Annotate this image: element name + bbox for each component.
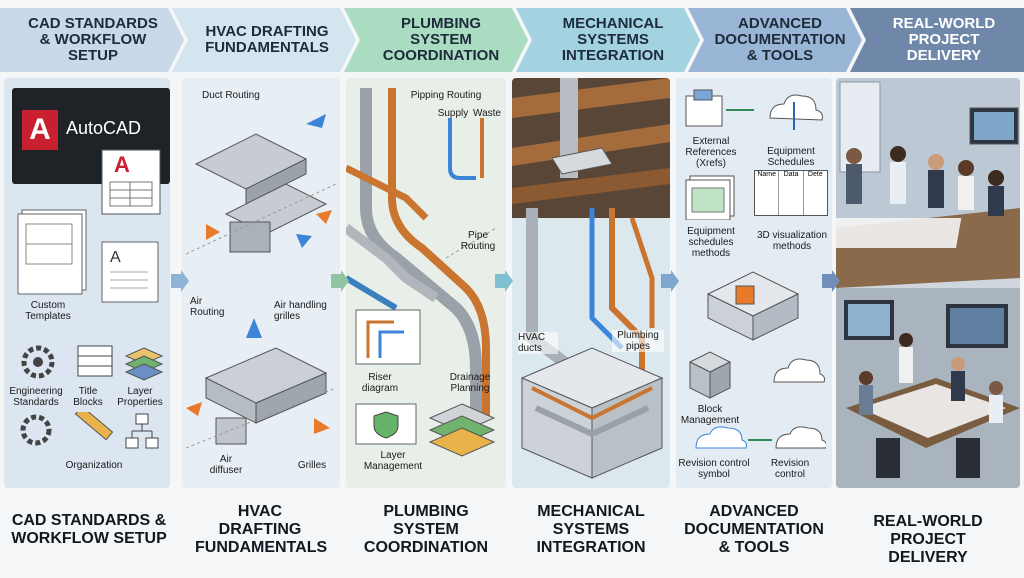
revision-icons <box>695 426 826 449</box>
chevron-6 <box>850 8 1024 72</box>
3d-visualization-icon <box>706 271 800 341</box>
cloud-icon <box>769 94 823 121</box>
table-col: Dete <box>807 171 823 178</box>
bottom-title-4: MECHANICAL SYSTEMS INTEGRATION <box>536 503 646 556</box>
block-cloud-icons <box>688 351 825 399</box>
banner-title-4: MECHANICAL SYSTEMS INTEGRATION <box>561 15 665 64</box>
label-title-blocks: Title Blocks <box>73 386 103 408</box>
schedule-sheets-icon <box>685 175 735 220</box>
chevron-2 <box>172 8 356 72</box>
banner: CAD STANDARDS & WORKFLOW SETUP HVAC DRAF… <box>0 8 1024 72</box>
hierarchy-icon <box>135 413 149 425</box>
flow-arrow-5 <box>822 270 840 292</box>
riser-diagram-icon <box>355 309 421 365</box>
xref-cloud-icons <box>685 89 823 130</box>
flow-arrow-1 <box>171 270 189 292</box>
label-block-management: Block Management <box>680 404 740 426</box>
label-riser-diagram: Riser diagram <box>361 372 399 394</box>
label-visualization-methods: 3D visualization methods <box>756 230 828 252</box>
banner-title-5: ADVANCED DOCUMENTATION & TOOLS <box>714 15 846 64</box>
label-equipment-methods: Equipment schedules methods <box>687 226 735 259</box>
ruler-icon <box>74 412 114 441</box>
label-drainage-planning: Drainage Planning <box>449 372 491 394</box>
label-layer-properties: Layer Properties <box>117 386 163 408</box>
panel-cad-standards: A AutoCAD A A Custom Templates <box>4 78 170 488</box>
banner-title-6: REAL-WORLD PROJECT DELIVERY <box>892 15 996 64</box>
panel-project-delivery <box>836 78 1020 488</box>
layer-management-icons <box>355 403 496 457</box>
label-waste: Waste <box>473 108 501 119</box>
flow-arrow-3 <box>495 270 513 292</box>
spreadsheet-doc-icon: A <box>101 149 161 215</box>
table-col: Data <box>779 171 804 215</box>
label-organization: Organization <box>65 460 123 471</box>
banner-title-2: HVAC DRAFTING FUNDAMENTALS <box>205 23 329 56</box>
label-hvac-ducts: HVAC ducts <box>518 332 558 354</box>
bottom-title-2: HVAC DRAFTING FUNDAMENTALS <box>195 503 328 556</box>
schedule-table: Name Data Dete <box>754 170 828 216</box>
label-pipe-routing: Pipe Routing <box>460 230 496 252</box>
banner-chevrons <box>0 8 1024 72</box>
panel-hvac-drafting: Duct Routing Air Routing Air handling gr… <box>182 78 340 488</box>
svg-text:A: A <box>110 249 121 266</box>
label-plumbing-pipes: Plumbing pipes <box>612 330 664 352</box>
label-revision-symbol: Revision control symbol <box>678 458 750 480</box>
organization-icons-row <box>20 412 159 449</box>
flow-arrow-2 <box>331 270 349 292</box>
label-air-routing: Air Routing <box>190 296 225 318</box>
piping-diagram <box>346 88 497 418</box>
sync-cloud-icon <box>775 426 826 449</box>
panel-advanced-documentation: External References (Xrefs) Equipment Sc… <box>676 78 832 488</box>
template-sheets-icon: A <box>17 209 159 303</box>
banner-title-3: PLUMBING SYSTEM COORDINATION <box>382 15 500 64</box>
label-engineering-standards: Engineering Standards <box>9 386 63 408</box>
panel-mechanical-integration: HVAC ducts Plumbing pipes <box>512 78 670 488</box>
standards-icons-row <box>21 345 164 381</box>
autocad-app-name: AutoCAD <box>66 118 142 138</box>
gear-icon <box>21 345 55 379</box>
chevron-4 <box>516 8 700 72</box>
label-xrefs: External References (Xrefs) <box>685 136 737 169</box>
svg-text:A: A <box>114 152 130 177</box>
table-col: Name <box>755 171 780 215</box>
panel-plumbing: Pipping Routing Supply Waste Pipe Routin… <box>346 78 506 488</box>
banner-title-1: CAD STANDARDS & WORKFLOW SETUP <box>28 15 158 64</box>
chevron-1 <box>0 8 184 72</box>
air-handling-diagram <box>186 318 336 449</box>
label-layer-management: Layer Management <box>363 450 423 472</box>
mechanical-building-diagram <box>512 78 670 479</box>
label-air-diffuser: Air diffuser <box>209 454 243 476</box>
label-grilles: Grilles <box>297 460 327 471</box>
bottom-title-5: ADVANCED DOCUMENTATION & TOOLS <box>684 503 824 556</box>
label-supply: Supply <box>437 108 469 119</box>
label-air-handling-grilles: Air handling grilles <box>274 300 327 322</box>
label-duct-routing: Duct Routing <box>202 90 260 101</box>
bottom-title-1: CAD STANDARDS & WORKFLOW SETUP <box>11 512 167 547</box>
label-equipment-schedules: Equipment Schedules <box>767 146 815 168</box>
chevron-5 <box>688 8 862 72</box>
bottom-title-3: PLUMBING SYSTEM COORDINATION <box>363 503 489 556</box>
chevron-3 <box>344 8 528 72</box>
label-revision-control: Revision control <box>770 458 810 480</box>
label-piping-routing: Pipping Routing <box>410 90 482 101</box>
project-meeting-scene <box>836 78 1020 488</box>
revision-cloud-icon <box>695 426 747 449</box>
gear-icon-2 <box>20 414 52 446</box>
autocad-logo-icon: A <box>22 110 58 150</box>
bottom-title-6: REAL-WORLD PROJECT DELIVERY <box>873 513 983 566</box>
title-block-icon <box>77 345 113 377</box>
cloud-icon-2 <box>773 358 825 383</box>
duct-routing-diagram <box>186 114 336 255</box>
shield-icon <box>373 411 399 439</box>
label-custom-templates: Custom Templates <box>25 300 71 322</box>
flow-arrow-4 <box>661 270 679 292</box>
